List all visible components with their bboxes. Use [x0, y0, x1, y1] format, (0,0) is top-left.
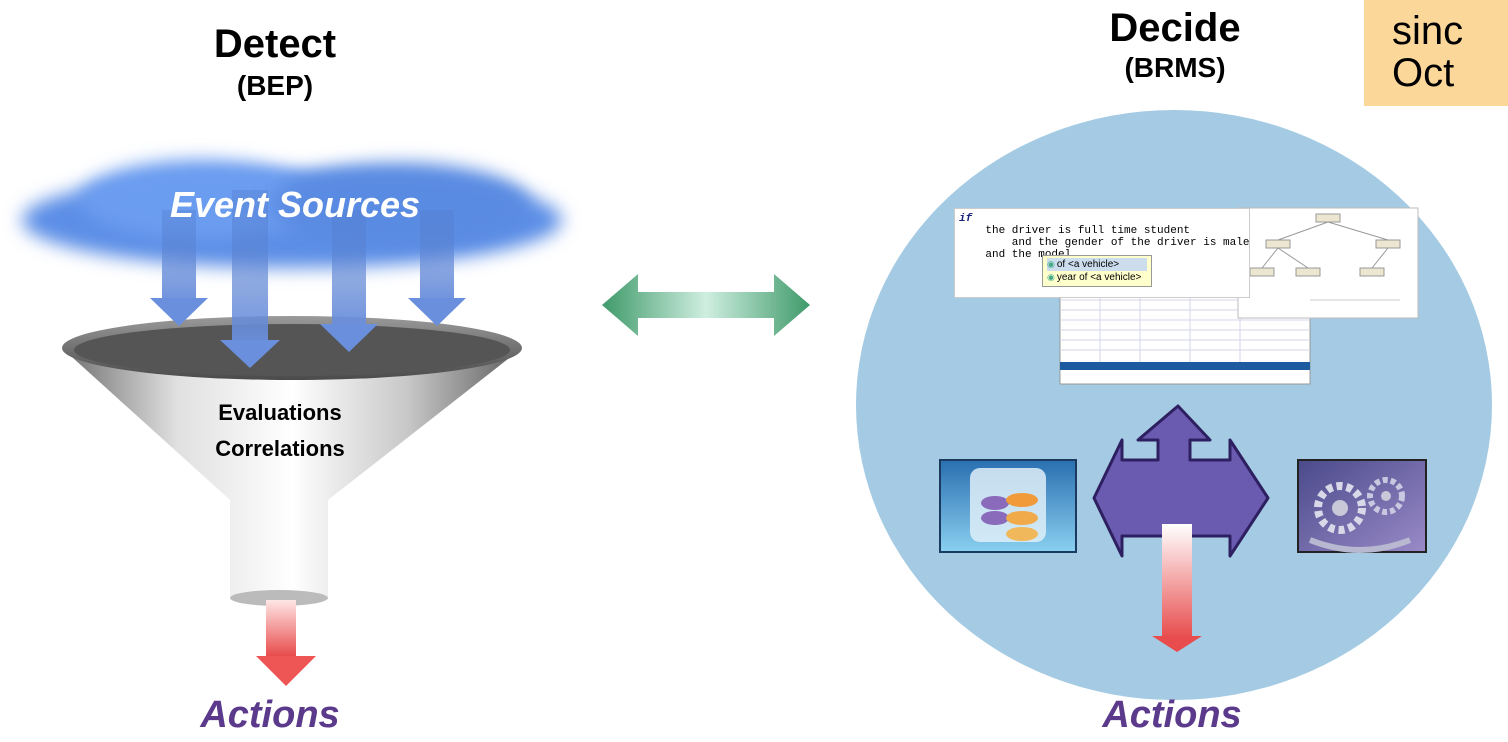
detect-actions-label: Actions — [200, 694, 340, 736]
event-arrow — [320, 210, 378, 352]
decide-subtitle: (BRMS) — [1124, 52, 1226, 83]
cloud-label: Event Sources — [169, 184, 421, 225]
rule-line: and the gender of the driver is male — [959, 237, 1250, 249]
output-arrow — [256, 600, 316, 686]
event-arrow — [150, 210, 208, 326]
database-icon — [939, 459, 1077, 553]
decide-actions-label: Actions — [1102, 694, 1242, 736]
decide-diagram — [856, 110, 1492, 700]
cloud-icon — [22, 160, 562, 268]
version-note-line1: sinc — [1392, 9, 1464, 53]
detect-title: Detect — [213, 22, 337, 66]
gears-icon — [1297, 459, 1427, 553]
detect-diagram — [22, 160, 562, 686]
autocomplete-popup: of <a vehicle> year of <a vehicle> — [1042, 255, 1152, 287]
autocomplete-option: year of <a vehicle> — [1047, 271, 1147, 284]
rule-line: the driver is full time student — [959, 225, 1191, 237]
version-note: sinc Oct — [1364, 0, 1508, 106]
decision-tree-thumbnail — [1237, 207, 1419, 319]
funnel-label-evaluations: Evaluations — [218, 400, 342, 425]
funnel-icon — [62, 316, 522, 606]
autocomplete-option: of <a vehicle> — [1047, 258, 1147, 271]
event-arrows — [150, 190, 466, 368]
funnel-label-correlations: Correlations — [215, 436, 345, 461]
detect-subtitle: (BEP) — [236, 70, 314, 101]
version-note-line2: Oct — [1392, 51, 1455, 95]
output-arrow — [1152, 524, 1202, 652]
rule-line: if — [959, 213, 973, 225]
event-arrow — [408, 210, 466, 326]
decide-title: Decide — [1109, 6, 1241, 50]
event-arrow — [220, 190, 280, 368]
double-arrow-icon — [602, 274, 810, 336]
